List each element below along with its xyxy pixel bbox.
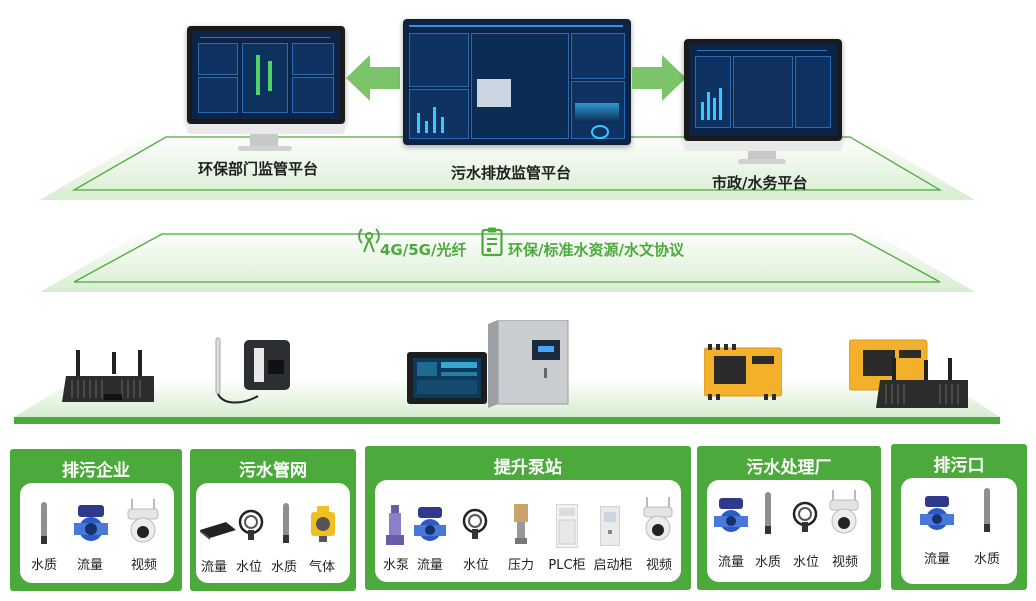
level-sensor-icon xyxy=(792,501,818,532)
camera-icon xyxy=(643,497,673,541)
environmental-dashboard-screen xyxy=(187,26,345,124)
item-label: 水质 xyxy=(973,552,1000,567)
control-cabinet xyxy=(488,319,570,412)
item-label: 水位 xyxy=(462,558,489,573)
item-label: 启动柜 xyxy=(593,558,633,573)
radar-flow-sensor-icon xyxy=(200,522,236,540)
sewage-platform-label: 污水排放监管平台 xyxy=(451,164,572,182)
protocol-label: 环保/标准水资源/水文协议 xyxy=(508,241,684,259)
item-label: 流量 xyxy=(76,558,103,573)
transport-label: 4G/5G/光纤 xyxy=(380,241,467,259)
item-label: 水泵 xyxy=(382,558,409,573)
flow-meter-icon xyxy=(414,507,446,541)
plc-cabinet-icon xyxy=(556,504,578,548)
arrow-right-icon xyxy=(632,55,686,101)
item-label: PLC柜 xyxy=(548,558,586,573)
water-quality-probe-icon xyxy=(765,492,771,534)
network-layer-platform xyxy=(40,226,975,294)
flow-meter-icon xyxy=(920,496,954,530)
camera-icon xyxy=(127,499,159,543)
environmental-platform-label: 环保部门监管平台 xyxy=(198,160,319,178)
item-label: 视频 xyxy=(831,555,858,570)
item-label: 水质 xyxy=(270,560,297,575)
category-title: 排污企业 xyxy=(62,461,130,481)
item-label: 视频 xyxy=(130,558,157,573)
gas-detector-icon xyxy=(311,506,335,542)
camera-icon xyxy=(829,490,859,534)
item-label: 气体 xyxy=(308,560,335,575)
arrow-left-icon xyxy=(346,55,400,101)
category-outfall: 排污口 xyxy=(891,444,1027,590)
item-label: 水位 xyxy=(235,560,262,575)
item-label: 流量 xyxy=(416,558,443,573)
item-label: 水质 xyxy=(30,558,57,573)
edge-gateway-device-2 xyxy=(876,358,971,418)
item-label: 流量 xyxy=(717,555,744,570)
sewage-dashboard-screen xyxy=(403,19,631,145)
water-quality-probe-icon xyxy=(41,502,47,544)
item-label: 压力 xyxy=(507,558,534,573)
flow-meter-icon xyxy=(714,498,748,532)
water-quality-probe-icon xyxy=(984,488,990,532)
water-quality-probe-icon xyxy=(283,503,289,543)
water-pump-icon xyxy=(386,505,404,545)
starter-cabinet-icon xyxy=(600,506,620,546)
item-label: 流量 xyxy=(923,552,950,567)
edge-gateway-device xyxy=(62,350,157,414)
category-title: 提升泵站 xyxy=(494,458,562,478)
rtu-terminal-device xyxy=(214,336,294,412)
category-title: 排污口 xyxy=(933,456,985,476)
data-acquisition-module xyxy=(703,344,783,404)
hmi-touch-panel xyxy=(407,352,487,410)
level-sensor-icon xyxy=(238,509,264,540)
level-sensor-icon xyxy=(462,508,488,539)
municipal-platform-label: 市政/水务平台 xyxy=(712,174,808,192)
pressure-sensor-icon xyxy=(514,504,528,544)
category-title: 污水管网 xyxy=(239,461,307,481)
item-label: 水质 xyxy=(754,555,781,570)
item-label: 流量 xyxy=(200,560,227,575)
municipal-dashboard-screen xyxy=(684,39,842,141)
item-label: 水位 xyxy=(792,555,819,570)
protocol-document-icon xyxy=(481,227,503,257)
category-title: 污水处理厂 xyxy=(746,458,832,478)
item-label: 视频 xyxy=(645,558,672,573)
wireless-tower-icon xyxy=(358,228,380,253)
flow-meter-icon xyxy=(74,505,108,541)
